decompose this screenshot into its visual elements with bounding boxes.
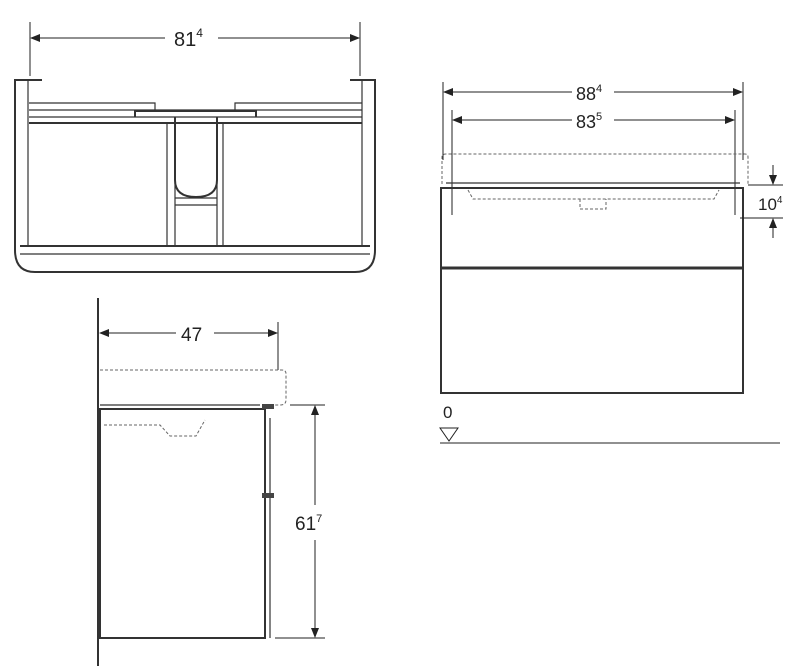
dim-front-inner-width: 835 [576,111,602,132]
dim-top-width: 814 [174,26,203,51]
front-view: 884 835 104 0 [439,82,783,444]
floor-level-icon [439,427,459,442]
dim-drawer-height: 104 [758,195,783,214]
side-view: 47 617 [97,298,325,666]
dim-side-height: 617 [295,513,322,535]
floor-level-label: 0 [443,403,452,422]
dim-front-overall-width: 884 [576,83,602,104]
top-view: 814 [14,22,376,273]
dim-side-depth: 47 [181,325,202,346]
